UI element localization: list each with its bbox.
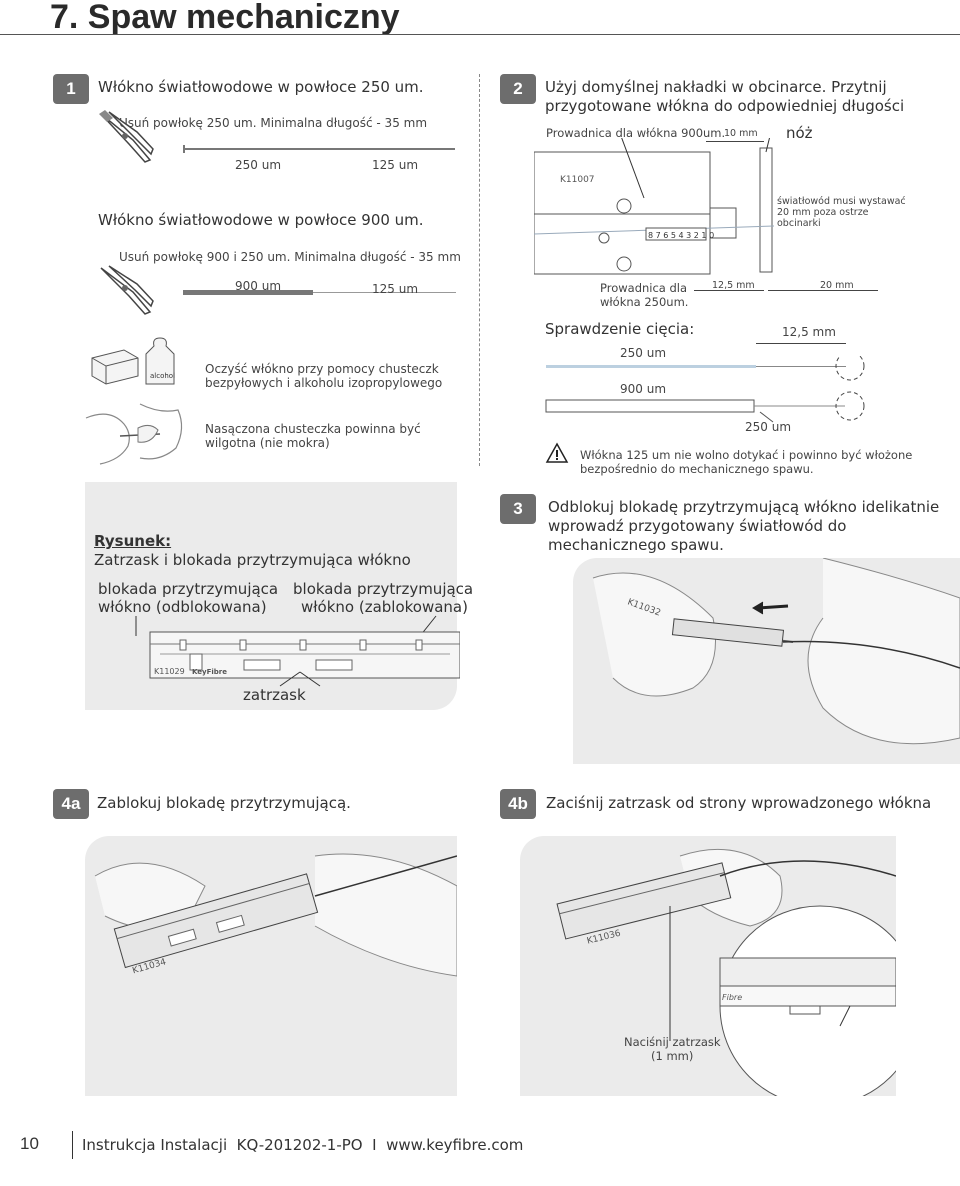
cut-check-diagram	[545, 356, 865, 423]
title-divider	[0, 34, 960, 35]
svg-text:alcohol: alcohol	[150, 372, 175, 380]
step-2-badge: 2	[500, 74, 536, 104]
step-4b-text: Zaciśnij zatrzask od strony wprowadzoneg…	[546, 794, 932, 812]
step-3-photo: K11032	[573, 558, 960, 764]
scale-125-label: 125 um	[372, 158, 419, 172]
step-3-badge: 3	[500, 494, 536, 524]
hands-insert-illustration: K11032	[592, 558, 960, 745]
fiber-125-bar	[313, 292, 456, 293]
step-1-sub-900: Usuń powłokę 900 i 250 um. Minimalna dłu…	[119, 250, 461, 264]
figure-title: Rysunek:	[94, 532, 172, 550]
step-4a-photo: K11034	[85, 836, 457, 1096]
hands-wiping-icon	[85, 403, 183, 465]
step-2-heading-2: przygotowane włókna do odpowiedniej dług…	[545, 97, 905, 115]
fiber-250-tick	[183, 145, 185, 153]
step-4b-badge: 4b	[500, 789, 536, 819]
fiber-900-bar	[183, 290, 313, 295]
step-3-text-2: wprowadź przygotowany światłowód do	[548, 517, 847, 535]
fiber-note-1: światłowód musi wystawać	[777, 196, 906, 207]
footer-text: Instrukcja Instalacji KQ-201202-1-PO I w…	[82, 1136, 524, 1154]
fiber-250-bar	[183, 148, 455, 150]
step-1-heading-250: Włókno światłowodowe w powłoce 250 um.	[98, 78, 424, 96]
clean-text-1: Oczyść włókno przy pomocy chusteczk	[205, 362, 439, 376]
wet-text-2: wilgotna (nie mokra)	[205, 436, 330, 450]
svg-text:KeyFibre: KeyFibre	[192, 668, 227, 676]
label-locked-2: włókno (zablokowana)	[301, 598, 468, 616]
label-unlocked-1: blokada przytrzymująca	[98, 580, 279, 598]
wet-text-1: Nasączona chusteczka powinna być	[205, 422, 421, 436]
press-latch-illustration: K11036 Fibre	[556, 848, 896, 1096]
clean-text-2: bezpyłowych i alkoholu izopropylowego	[205, 376, 443, 390]
step-1-badge: 1	[53, 74, 89, 104]
guide-250-label-2: włókna 250um.	[600, 295, 689, 309]
guide-900-label: Prowadnica dla włókna 900um.	[546, 126, 726, 140]
svg-text:K11007: K11007	[560, 175, 595, 185]
check-250-top: 250 um	[620, 346, 667, 360]
scale-125-label-2: 125 um	[372, 282, 419, 296]
label-locked-1: blokada przytrzymująca	[293, 580, 474, 598]
dim-12-5-label: 12,5 mm	[712, 280, 755, 291]
page-title: 7. Spaw mechaniczny	[50, 0, 400, 36]
warning-text-2: bezpośrednio do mechanicznego spawu.	[580, 462, 814, 476]
dim-12-5-line	[694, 290, 764, 291]
svg-text:K11029: K11029	[154, 667, 185, 676]
knife-label: nóż	[786, 124, 813, 142]
lock-illustration: K11034	[94, 853, 457, 977]
latch-label: zatrzask	[243, 686, 306, 704]
dim-20-line	[768, 290, 878, 291]
step-4b-photo: K11036 Fibre	[520, 836, 896, 1096]
step-4a-text: Zablokuj blokadę przytrzymującą.	[97, 794, 351, 812]
label-unlocked-2: włókno (odblokowana)	[98, 598, 267, 616]
step-2-heading-1: Użyj domyślnej nakładki w obcinarce. Prz…	[545, 78, 887, 96]
stripper-tool-icon	[99, 110, 154, 163]
dim-10-line	[706, 141, 764, 142]
figure-subtitle: Zatrzask i blokada przytrzymująca włókno	[94, 551, 411, 569]
wipes-alcohol-icon: alcohol	[91, 337, 175, 385]
check-12-5-label: 12,5 mm	[782, 325, 836, 339]
step-1-heading-900: Włókno światłowodowe w powłoce 900 um.	[98, 211, 424, 229]
svg-text:Fibre: Fibre	[722, 993, 742, 1002]
svg-text:8 7 6 5 4 3 2 1 0: 8 7 6 5 4 3 2 1 0	[648, 231, 714, 240]
fiber-125-strip	[756, 366, 846, 367]
press-label-1: Naciśnij zatrzask	[624, 1035, 721, 1049]
cleaver-diagram: 8 7 6 5 4 3 2 1 0 K11007	[534, 138, 775, 275]
fiber-note-2: 20 mm poza ostrze	[777, 207, 869, 218]
stripper-tool-icon	[100, 265, 154, 315]
step-3-text-3: mechanicznego spawu.	[548, 536, 724, 554]
press-label-2: (1 mm)	[651, 1049, 694, 1063]
fiber-250-strip	[546, 365, 756, 368]
scale-250-label: 250 um	[235, 158, 282, 172]
check-900: 900 um	[620, 382, 667, 396]
dim-20-label: 20 mm	[820, 280, 854, 291]
warning-icon	[545, 442, 569, 463]
check-12-5-line	[756, 343, 846, 344]
guide-250-label-1: Prowadnica dla	[600, 281, 688, 295]
footer-divider	[72, 1131, 73, 1159]
column-separator	[479, 74, 480, 466]
splice-latch-diagram: K11029 KeyFibre	[135, 615, 460, 687]
dim-10-label: 10 mm	[724, 128, 758, 139]
check-title: Sprawdzenie cięcia:	[545, 320, 695, 338]
step-1-sub-250: Usuń powłokę 250 um. Minimalna długość -…	[119, 116, 428, 130]
warning-text-1: Włókna 125 um nie wolno dotykać i powinn…	[580, 448, 913, 462]
scale-900-label: 900 um	[235, 279, 282, 293]
fiber-note-3: obcinarki	[777, 218, 821, 229]
step-4a-badge: 4a	[53, 789, 89, 819]
step-3-text-1: Odblokuj blokadę przytrzymującą włókno i…	[548, 498, 940, 516]
check-250-bottom: 250 um	[745, 420, 792, 434]
page-number: 10	[20, 1134, 39, 1153]
